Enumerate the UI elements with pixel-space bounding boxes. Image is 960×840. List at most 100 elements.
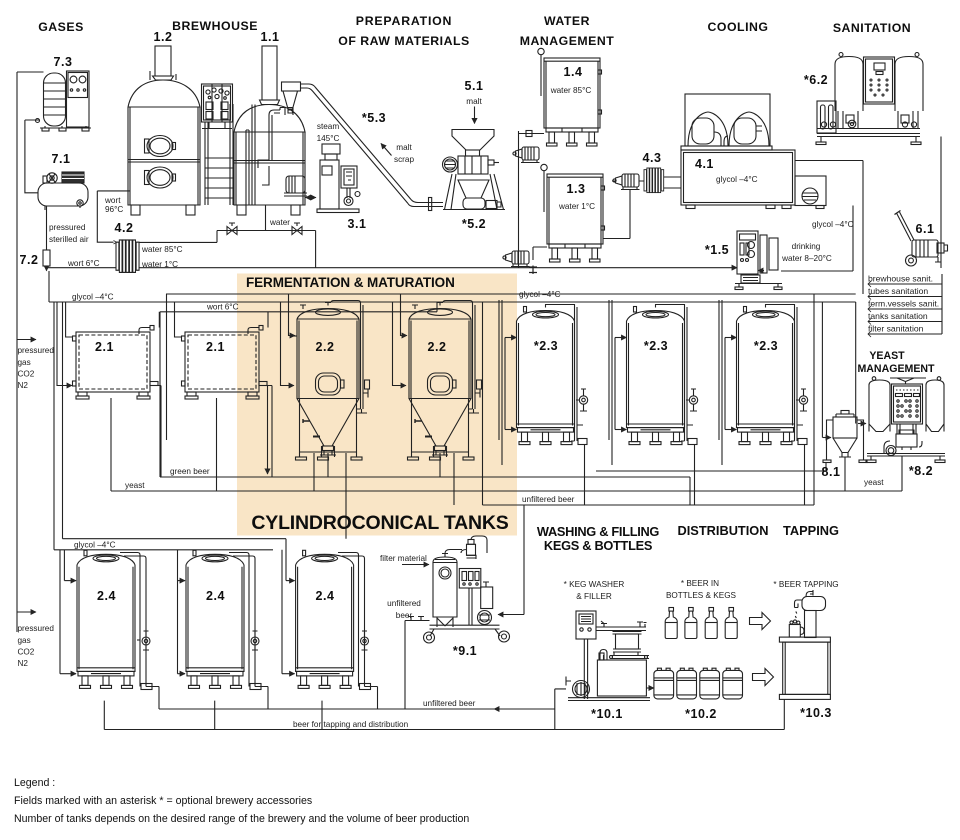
svg-text:WATER: WATER: [544, 14, 590, 28]
svg-text:YEAST: YEAST: [869, 350, 905, 362]
svg-text:glycol –4°C: glycol –4°C: [519, 290, 561, 299]
svg-text:OF RAW MATERIALS: OF RAW MATERIALS: [338, 34, 469, 48]
svg-text:CO2: CO2: [18, 648, 35, 657]
svg-text:*10.3: *10.3: [800, 706, 832, 720]
svg-text:* BEER IN: * BEER IN: [681, 579, 719, 588]
svg-text:water 8–20°C: water 8–20°C: [781, 254, 832, 263]
svg-text:2.2: 2.2: [428, 340, 447, 354]
svg-text:CO2: CO2: [18, 370, 35, 379]
svg-text:malt: malt: [466, 97, 482, 106]
svg-text:2.1: 2.1: [95, 340, 114, 354]
svg-text:glycol –4°C: glycol –4°C: [72, 293, 114, 302]
svg-text:CYLINDROCONICAL TANKS: CYLINDROCONICAL TANKS: [251, 512, 508, 534]
svg-text:ferm.vessels sanit.: ferm.vessels sanit.: [868, 299, 939, 309]
svg-text:tubes sanitation: tubes sanitation: [868, 286, 928, 296]
svg-text:& FILLER: & FILLER: [576, 592, 612, 601]
svg-text:Fields marked with an asterisk: Fields marked with an asterisk * = optio…: [14, 795, 312, 807]
svg-text:water 1°C: water 1°C: [141, 260, 178, 269]
svg-text:glycol –4°C: glycol –4°C: [74, 541, 116, 550]
svg-text:brewhouse sanit.: brewhouse sanit.: [868, 274, 933, 284]
svg-text:7.3: 7.3: [54, 55, 73, 69]
svg-text:water: water: [269, 218, 290, 227]
svg-text:5.1: 5.1: [465, 79, 484, 93]
svg-text:*6.2: *6.2: [804, 73, 828, 87]
svg-text:*1.5: *1.5: [705, 243, 729, 257]
svg-text:*9.1: *9.1: [453, 644, 477, 658]
svg-text:water 85°C: water 85°C: [550, 86, 592, 95]
svg-text:4.1: 4.1: [695, 157, 714, 171]
svg-text:beer: beer: [396, 611, 413, 620]
svg-text:tanks sanitation: tanks sanitation: [868, 311, 928, 321]
svg-text:COOLING: COOLING: [708, 20, 769, 34]
svg-text:water 85°C: water 85°C: [141, 245, 183, 254]
svg-text:unfiltered beer: unfiltered beer: [423, 699, 476, 708]
svg-text:unfiltered beer: unfiltered beer: [522, 495, 575, 504]
svg-text:wort 6°C: wort 6°C: [206, 303, 239, 312]
svg-text:7.2: 7.2: [20, 253, 39, 267]
svg-text:WASHING & FILLING: WASHING & FILLING: [537, 524, 659, 539]
svg-text:1.4: 1.4: [564, 65, 583, 79]
svg-text:drinking: drinking: [792, 242, 821, 251]
svg-text:*5.3: *5.3: [362, 111, 386, 125]
svg-text:FERMENTATION & MATURATION: FERMENTATION & MATURATION: [246, 275, 455, 290]
svg-text:steam: steam: [317, 122, 339, 131]
svg-text:Number of tanks depends on the: Number of tanks depends on the desired r…: [14, 813, 469, 825]
svg-text:*2.3: *2.3: [644, 339, 668, 353]
svg-text:8.1: 8.1: [822, 465, 841, 479]
svg-text:sterilled air: sterilled air: [49, 235, 89, 244]
svg-text:GASES: GASES: [38, 20, 84, 34]
svg-text:*8.2: *8.2: [909, 464, 933, 478]
svg-text:*2.3: *2.3: [754, 339, 778, 353]
svg-text:Legend :: Legend :: [14, 777, 55, 789]
svg-text:4.3: 4.3: [643, 151, 662, 165]
svg-text:PREPARATION: PREPARATION: [356, 14, 452, 28]
svg-text:BREWHOUSE: BREWHOUSE: [172, 19, 258, 33]
svg-text:4.2: 4.2: [115, 221, 134, 235]
svg-text:*10.2: *10.2: [685, 707, 717, 721]
svg-text:2.1: 2.1: [206, 340, 225, 354]
svg-text:6.1: 6.1: [916, 222, 935, 236]
svg-text:scrap: scrap: [394, 155, 414, 164]
svg-text:MANAGEMENT: MANAGEMENT: [857, 363, 935, 375]
svg-text:2.4: 2.4: [316, 589, 335, 603]
svg-text:2.4: 2.4: [206, 589, 225, 603]
svg-text:*10.1: *10.1: [591, 707, 623, 721]
svg-text:yeast: yeast: [125, 481, 145, 490]
svg-text:2.2: 2.2: [316, 340, 335, 354]
svg-text:KEGS & BOTTLES: KEGS & BOTTLES: [544, 538, 653, 553]
svg-text:3.1: 3.1: [348, 217, 367, 231]
svg-text:gas: gas: [18, 636, 31, 645]
svg-text:2.4: 2.4: [97, 589, 116, 603]
svg-text:SANITATION: SANITATION: [833, 21, 911, 35]
svg-text:BOTTLES & KEGS: BOTTLES & KEGS: [666, 591, 737, 600]
svg-text:96°C: 96°C: [105, 205, 123, 214]
svg-text:yeast: yeast: [864, 478, 884, 487]
svg-text:green beer: green beer: [170, 467, 210, 476]
svg-text:glycol –4°C: glycol –4°C: [716, 175, 758, 184]
svg-text:DISTRIBUTION: DISTRIBUTION: [678, 523, 769, 538]
svg-text:unfiltered: unfiltered: [387, 599, 421, 608]
svg-text:N2: N2: [18, 659, 29, 668]
svg-text:1.3: 1.3: [567, 182, 586, 196]
svg-text:beer for tapping and distribut: beer for tapping and distribution: [293, 720, 409, 729]
svg-text:145°C: 145°C: [317, 134, 340, 143]
svg-text:water 1°C: water 1°C: [558, 202, 595, 211]
svg-text:*5.2: *5.2: [462, 217, 486, 231]
svg-text:* KEG WASHER: * KEG WASHER: [564, 580, 625, 589]
svg-text:TAPPING: TAPPING: [783, 523, 839, 538]
svg-text:wort: wort: [104, 196, 121, 205]
svg-text:pressured: pressured: [18, 346, 55, 355]
svg-text:glycol –4°C: glycol –4°C: [812, 220, 854, 229]
svg-text:1.2: 1.2: [154, 30, 173, 44]
svg-text:1.1: 1.1: [261, 30, 280, 44]
svg-text:7.1: 7.1: [52, 152, 71, 166]
svg-text:filter sanitation: filter sanitation: [868, 324, 924, 334]
svg-text:N2: N2: [18, 381, 29, 390]
svg-text:wort 6°C: wort 6°C: [67, 259, 100, 268]
svg-text:gas: gas: [18, 358, 31, 367]
svg-text:* BEER TAPPING: * BEER TAPPING: [773, 580, 838, 589]
svg-text:filter material: filter material: [380, 554, 427, 563]
svg-text:pressured: pressured: [49, 223, 86, 232]
svg-text:pressured: pressured: [18, 624, 55, 633]
svg-text:malt: malt: [396, 143, 412, 152]
